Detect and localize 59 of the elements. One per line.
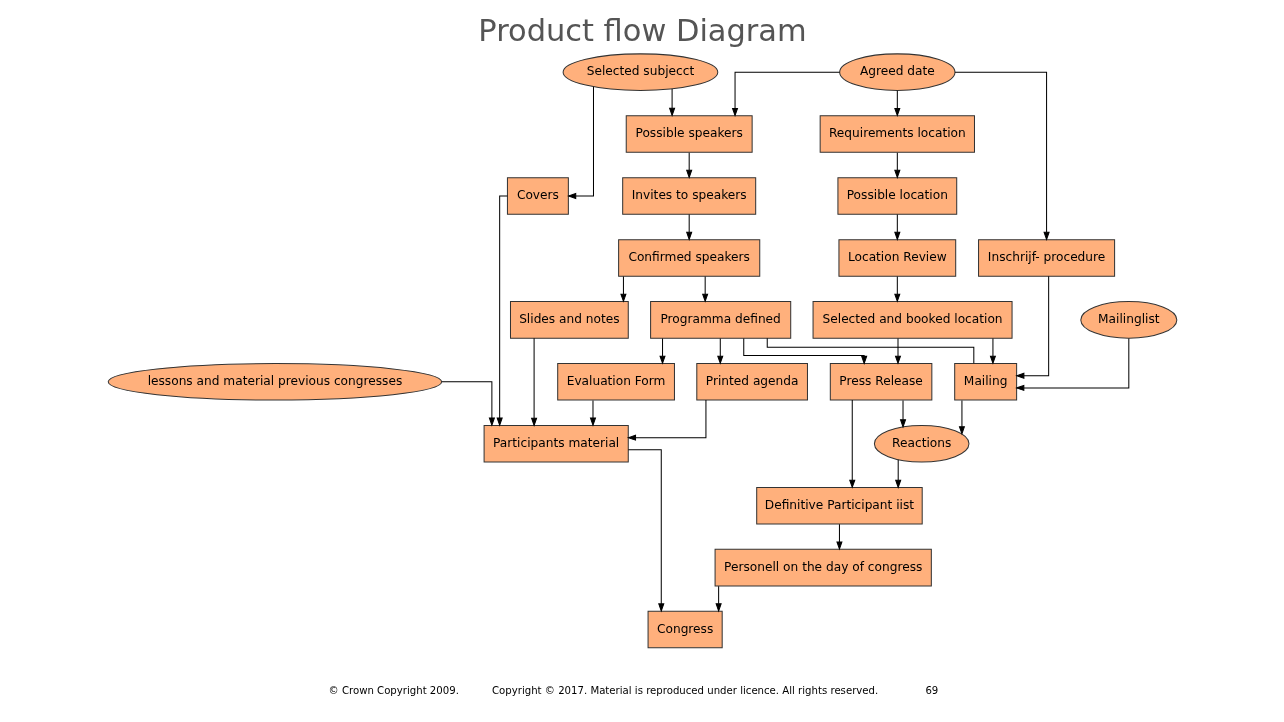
arrow bbox=[958, 399, 965, 436]
node-box: Possible speakers bbox=[625, 115, 753, 153]
arrow bbox=[566, 86, 594, 200]
node-box: Personell on the day of congress bbox=[714, 548, 932, 587]
label: 69 bbox=[924, 685, 938, 697]
node-box: Mailing bbox=[953, 363, 1017, 401]
diagram-title: Product flow Diagram bbox=[477, 12, 807, 48]
arrow bbox=[1014, 275, 1049, 379]
arrow bbox=[899, 399, 906, 429]
arrow bbox=[742, 337, 867, 366]
node-ellipse: Agreed date bbox=[838, 53, 955, 91]
arrow bbox=[893, 152, 901, 179]
arrow bbox=[1014, 337, 1129, 392]
node-box: Programma defined bbox=[649, 301, 791, 339]
node-box: Slides and notes bbox=[509, 301, 629, 339]
arrow bbox=[835, 523, 843, 551]
arrow bbox=[894, 459, 901, 489]
node-box: Selected and booked location bbox=[812, 301, 1013, 339]
node-box: Evaluation Form bbox=[556, 363, 675, 401]
arrow bbox=[848, 399, 855, 489]
arrow bbox=[714, 585, 722, 613]
node-ellipse: lessons and material previous congresses bbox=[107, 363, 442, 401]
node-box: Definitive Participant iist bbox=[755, 486, 923, 525]
arrow bbox=[668, 88, 675, 117]
arrow bbox=[685, 152, 692, 179]
label: Copyright © 2017. Material is reproduced under licence. All rights reserved. bbox=[491, 685, 878, 697]
arrow bbox=[685, 214, 692, 241]
arrow bbox=[626, 399, 706, 441]
node-ellipse: Mailinglist bbox=[1079, 301, 1177, 339]
arrow bbox=[731, 71, 840, 118]
arrow bbox=[894, 337, 901, 365]
arrow bbox=[989, 337, 996, 365]
arrow bbox=[954, 71, 1050, 241]
arrow bbox=[619, 276, 627, 303]
node-box: Inschrijf- procedure bbox=[977, 239, 1115, 277]
node-box: Requirements location bbox=[819, 115, 975, 153]
arrow bbox=[716, 337, 723, 365]
arrow bbox=[893, 276, 901, 303]
arrow bbox=[589, 399, 596, 427]
connector bbox=[766, 337, 974, 364]
arrow bbox=[893, 90, 901, 118]
node-box: Possible location bbox=[836, 177, 957, 215]
arrow bbox=[893, 214, 901, 241]
node-box: Congress bbox=[647, 610, 723, 649]
node-box: Covers bbox=[506, 177, 569, 215]
node-box: Printed agenda bbox=[695, 363, 808, 401]
node-box: Confirmed speakers bbox=[617, 239, 760, 277]
node-box: Location Review bbox=[837, 239, 956, 277]
arrow bbox=[530, 337, 537, 427]
node-box: Press Release bbox=[829, 363, 932, 401]
label: © Crown Copyright 2009. bbox=[328, 685, 459, 697]
arrow bbox=[495, 195, 508, 427]
arrow bbox=[701, 276, 708, 303]
arrow bbox=[658, 337, 666, 365]
node-box: Participants material bbox=[483, 424, 629, 463]
node-box: Invites to speakers bbox=[621, 177, 756, 215]
node-ellipse: Selected subjecct bbox=[562, 53, 718, 91]
arrow bbox=[440, 381, 495, 427]
arrow bbox=[627, 449, 664, 613]
